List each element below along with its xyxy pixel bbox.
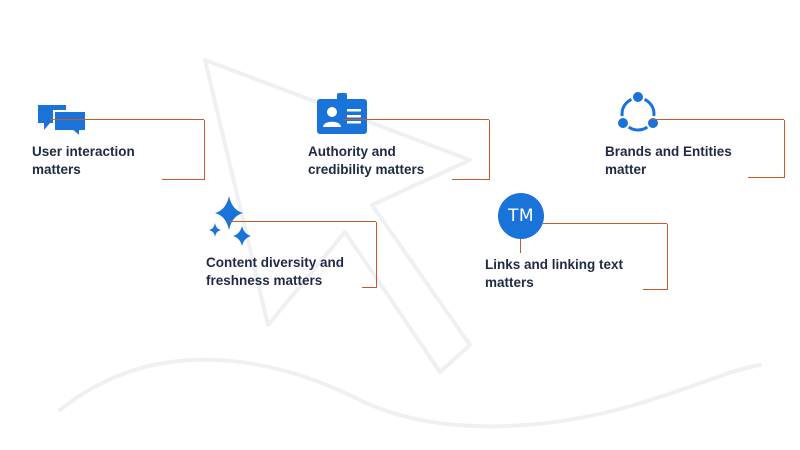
connector-bracket <box>50 119 205 180</box>
item-label: Content diversity and freshness matters <box>206 255 345 288</box>
network-nodes-icon <box>616 90 660 132</box>
item-label: Links and linking text matters <box>485 257 624 290</box>
connector-bracket <box>343 119 490 180</box>
trademark-badge-icon: TM <box>498 193 544 239</box>
item-label: User interaction matters <box>32 144 135 177</box>
swoosh-curve <box>58 357 762 429</box>
cursor-arrow-outline <box>203 58 472 374</box>
connector-bracket <box>229 221 377 288</box>
chat-bubbles-icon <box>38 105 87 137</box>
connector-bracket <box>543 223 668 290</box>
id-badge-icon <box>317 93 367 134</box>
item-label: Brands and Entities matter <box>605 144 732 177</box>
sparkles-icon <box>209 196 251 246</box>
badge-stem <box>520 239 521 253</box>
connector-bracket <box>650 119 785 178</box>
item-label: Authority and credibility matters <box>308 144 425 177</box>
